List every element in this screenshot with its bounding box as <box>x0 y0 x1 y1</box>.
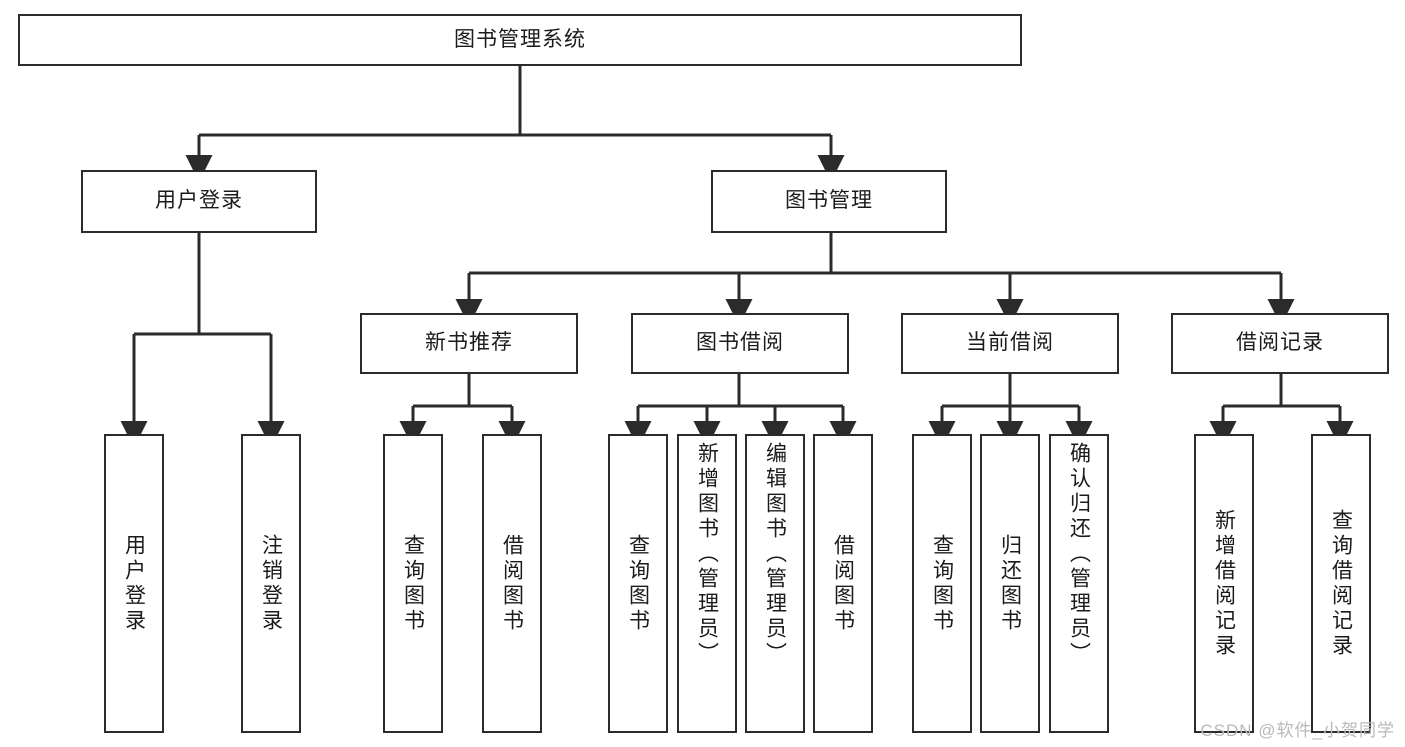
node-label: 新书推荐 <box>425 331 513 355</box>
leaf-borrow-book[interactable]: 借阅图书 <box>813 434 873 733</box>
node-root-book-management-system[interactable]: 图书管理系统 <box>18 14 1022 66</box>
node-label: 图书借阅 <box>696 331 784 355</box>
leaf-add-borrow-record[interactable]: 新增借阅记录 <box>1194 434 1254 733</box>
leaf-query-book-current[interactable]: 查询图书 <box>912 434 972 733</box>
leaf-logout[interactable]: 注销登录 <box>241 434 301 733</box>
leaf-return-book[interactable]: 归还图书 <box>980 434 1040 733</box>
node-book-management[interactable]: 图书管理 <box>711 170 947 233</box>
leaf-query-book-borrow[interactable]: 查询图书 <box>608 434 668 733</box>
leaf-label: 查询借阅记录 <box>1329 508 1353 659</box>
leaf-query-borrow-record[interactable]: 查询借阅记录 <box>1311 434 1371 733</box>
node-label: 图书管理 <box>785 189 873 213</box>
node-label: 当前借阅 <box>966 331 1054 355</box>
leaf-label: 归还图书 <box>998 533 1022 634</box>
csdn-watermark: CSDN @软件_小贺同学 <box>1200 721 1395 740</box>
leaf-label: 借阅图书 <box>500 533 524 634</box>
leaf-user-login[interactable]: 用户登录 <box>104 434 164 733</box>
node-label: 用户登录 <box>155 189 243 213</box>
node-label: 图书管理系统 <box>454 27 586 51</box>
leaf-label: 注销登录 <box>259 533 283 634</box>
leaf-label: 查询图书 <box>930 533 954 634</box>
leaf-label: 新增借阅记录 <box>1212 508 1236 659</box>
node-current-borrow[interactable]: 当前借阅 <box>901 313 1119 374</box>
leaf-label: 借阅图书 <box>831 533 855 634</box>
leaf-edit-book-admin[interactable]: 编辑图书（管理员） <box>745 434 805 733</box>
leaf-query-book-recommend[interactable]: 查询图书 <box>383 434 443 733</box>
node-borrow-record[interactable]: 借阅记录 <box>1171 313 1389 374</box>
leaf-confirm-return-admin[interactable]: 确认归还（管理员） <box>1049 434 1109 733</box>
leaf-label: 编辑图书（管理员） <box>763 442 787 667</box>
leaf-label: 用户登录 <box>122 533 146 634</box>
leaf-label: 查询图书 <box>626 533 650 634</box>
node-label: 借阅记录 <box>1236 331 1324 355</box>
leaf-label: 新增图书（管理员） <box>695 442 719 667</box>
node-user-login[interactable]: 用户登录 <box>81 170 317 233</box>
leaf-label: 确认归还（管理员） <box>1067 442 1091 667</box>
node-new-book-recommend[interactable]: 新书推荐 <box>360 313 578 374</box>
leaf-label: 查询图书 <box>401 533 425 634</box>
node-book-borrow[interactable]: 图书借阅 <box>631 313 849 374</box>
leaf-add-book-admin[interactable]: 新增图书（管理员） <box>677 434 737 733</box>
leaf-borrow-book-recommend[interactable]: 借阅图书 <box>482 434 542 733</box>
